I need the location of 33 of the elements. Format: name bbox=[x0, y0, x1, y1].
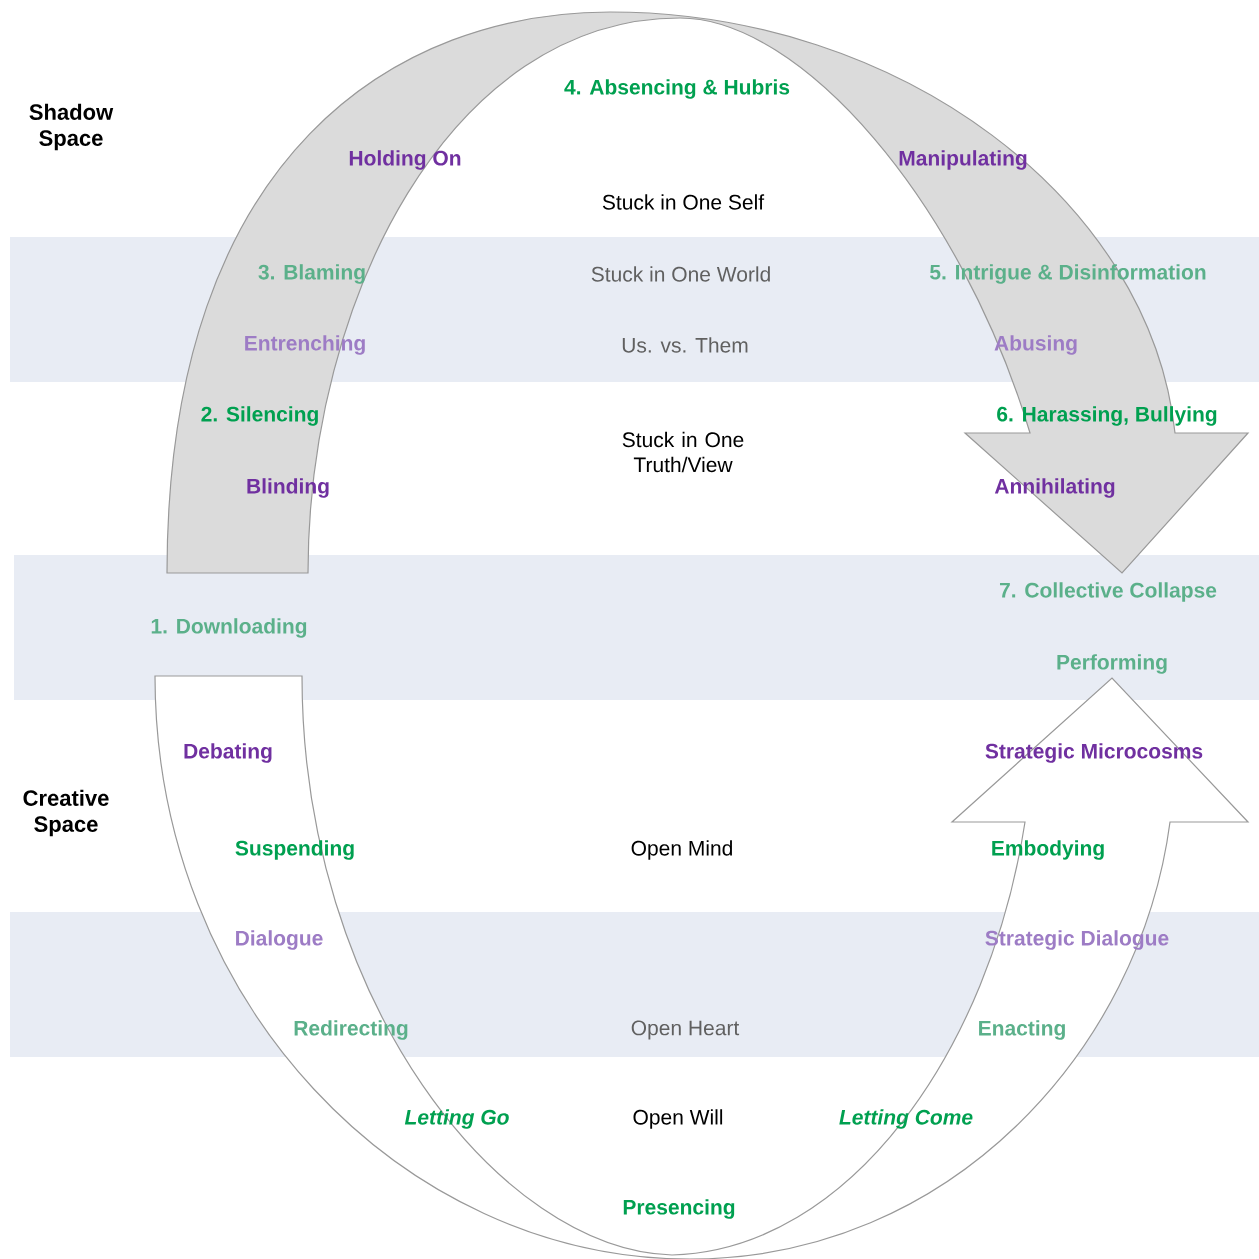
label: Enacting bbox=[979, 1020, 1065, 1040]
label: 3. Blaming bbox=[258, 264, 365, 284]
label: Open Mind bbox=[631, 840, 732, 860]
label: Creative Space bbox=[23, 789, 109, 837]
label: Suspending bbox=[235, 840, 354, 860]
label: Annihilating bbox=[994, 478, 1115, 498]
label: Stuck in One World bbox=[591, 266, 770, 282]
label: 5. Intrigue & Disinformation bbox=[930, 264, 1206, 284]
label: Entrenching bbox=[245, 335, 365, 355]
label: Holding On bbox=[349, 150, 461, 170]
label: 2. Silencing bbox=[201, 406, 318, 426]
label: 1. Downloading bbox=[151, 618, 307, 638]
label: 6. Harassing, Bullying bbox=[997, 406, 1217, 426]
label: 7. Collective Collapse bbox=[1000, 582, 1217, 602]
label: Open Heart bbox=[631, 1020, 740, 1040]
label: Manipulating bbox=[899, 150, 1027, 170]
label: Letting Go bbox=[404, 1109, 509, 1129]
label: Stuck in One Truth/View bbox=[622, 431, 744, 473]
label: Redirecting bbox=[294, 1020, 408, 1040]
label: Us. vs. Them bbox=[622, 337, 748, 353]
label: Performing bbox=[1057, 654, 1167, 674]
label: Debating bbox=[184, 743, 272, 763]
label: 4. Absencing & Hubris bbox=[564, 79, 790, 99]
label: Shadow Space bbox=[29, 103, 114, 151]
label: Open Will bbox=[633, 1109, 723, 1129]
label: Presencing bbox=[623, 1199, 735, 1219]
label: Blinding bbox=[247, 478, 329, 498]
label: Abusing bbox=[994, 335, 1077, 355]
label: Strategic Microcosms bbox=[985, 743, 1203, 763]
label: Dialogue bbox=[236, 930, 323, 950]
label: Stuck in One Self bbox=[602, 194, 765, 210]
label: Letting Come bbox=[839, 1109, 973, 1129]
label: Embodying bbox=[992, 840, 1104, 860]
